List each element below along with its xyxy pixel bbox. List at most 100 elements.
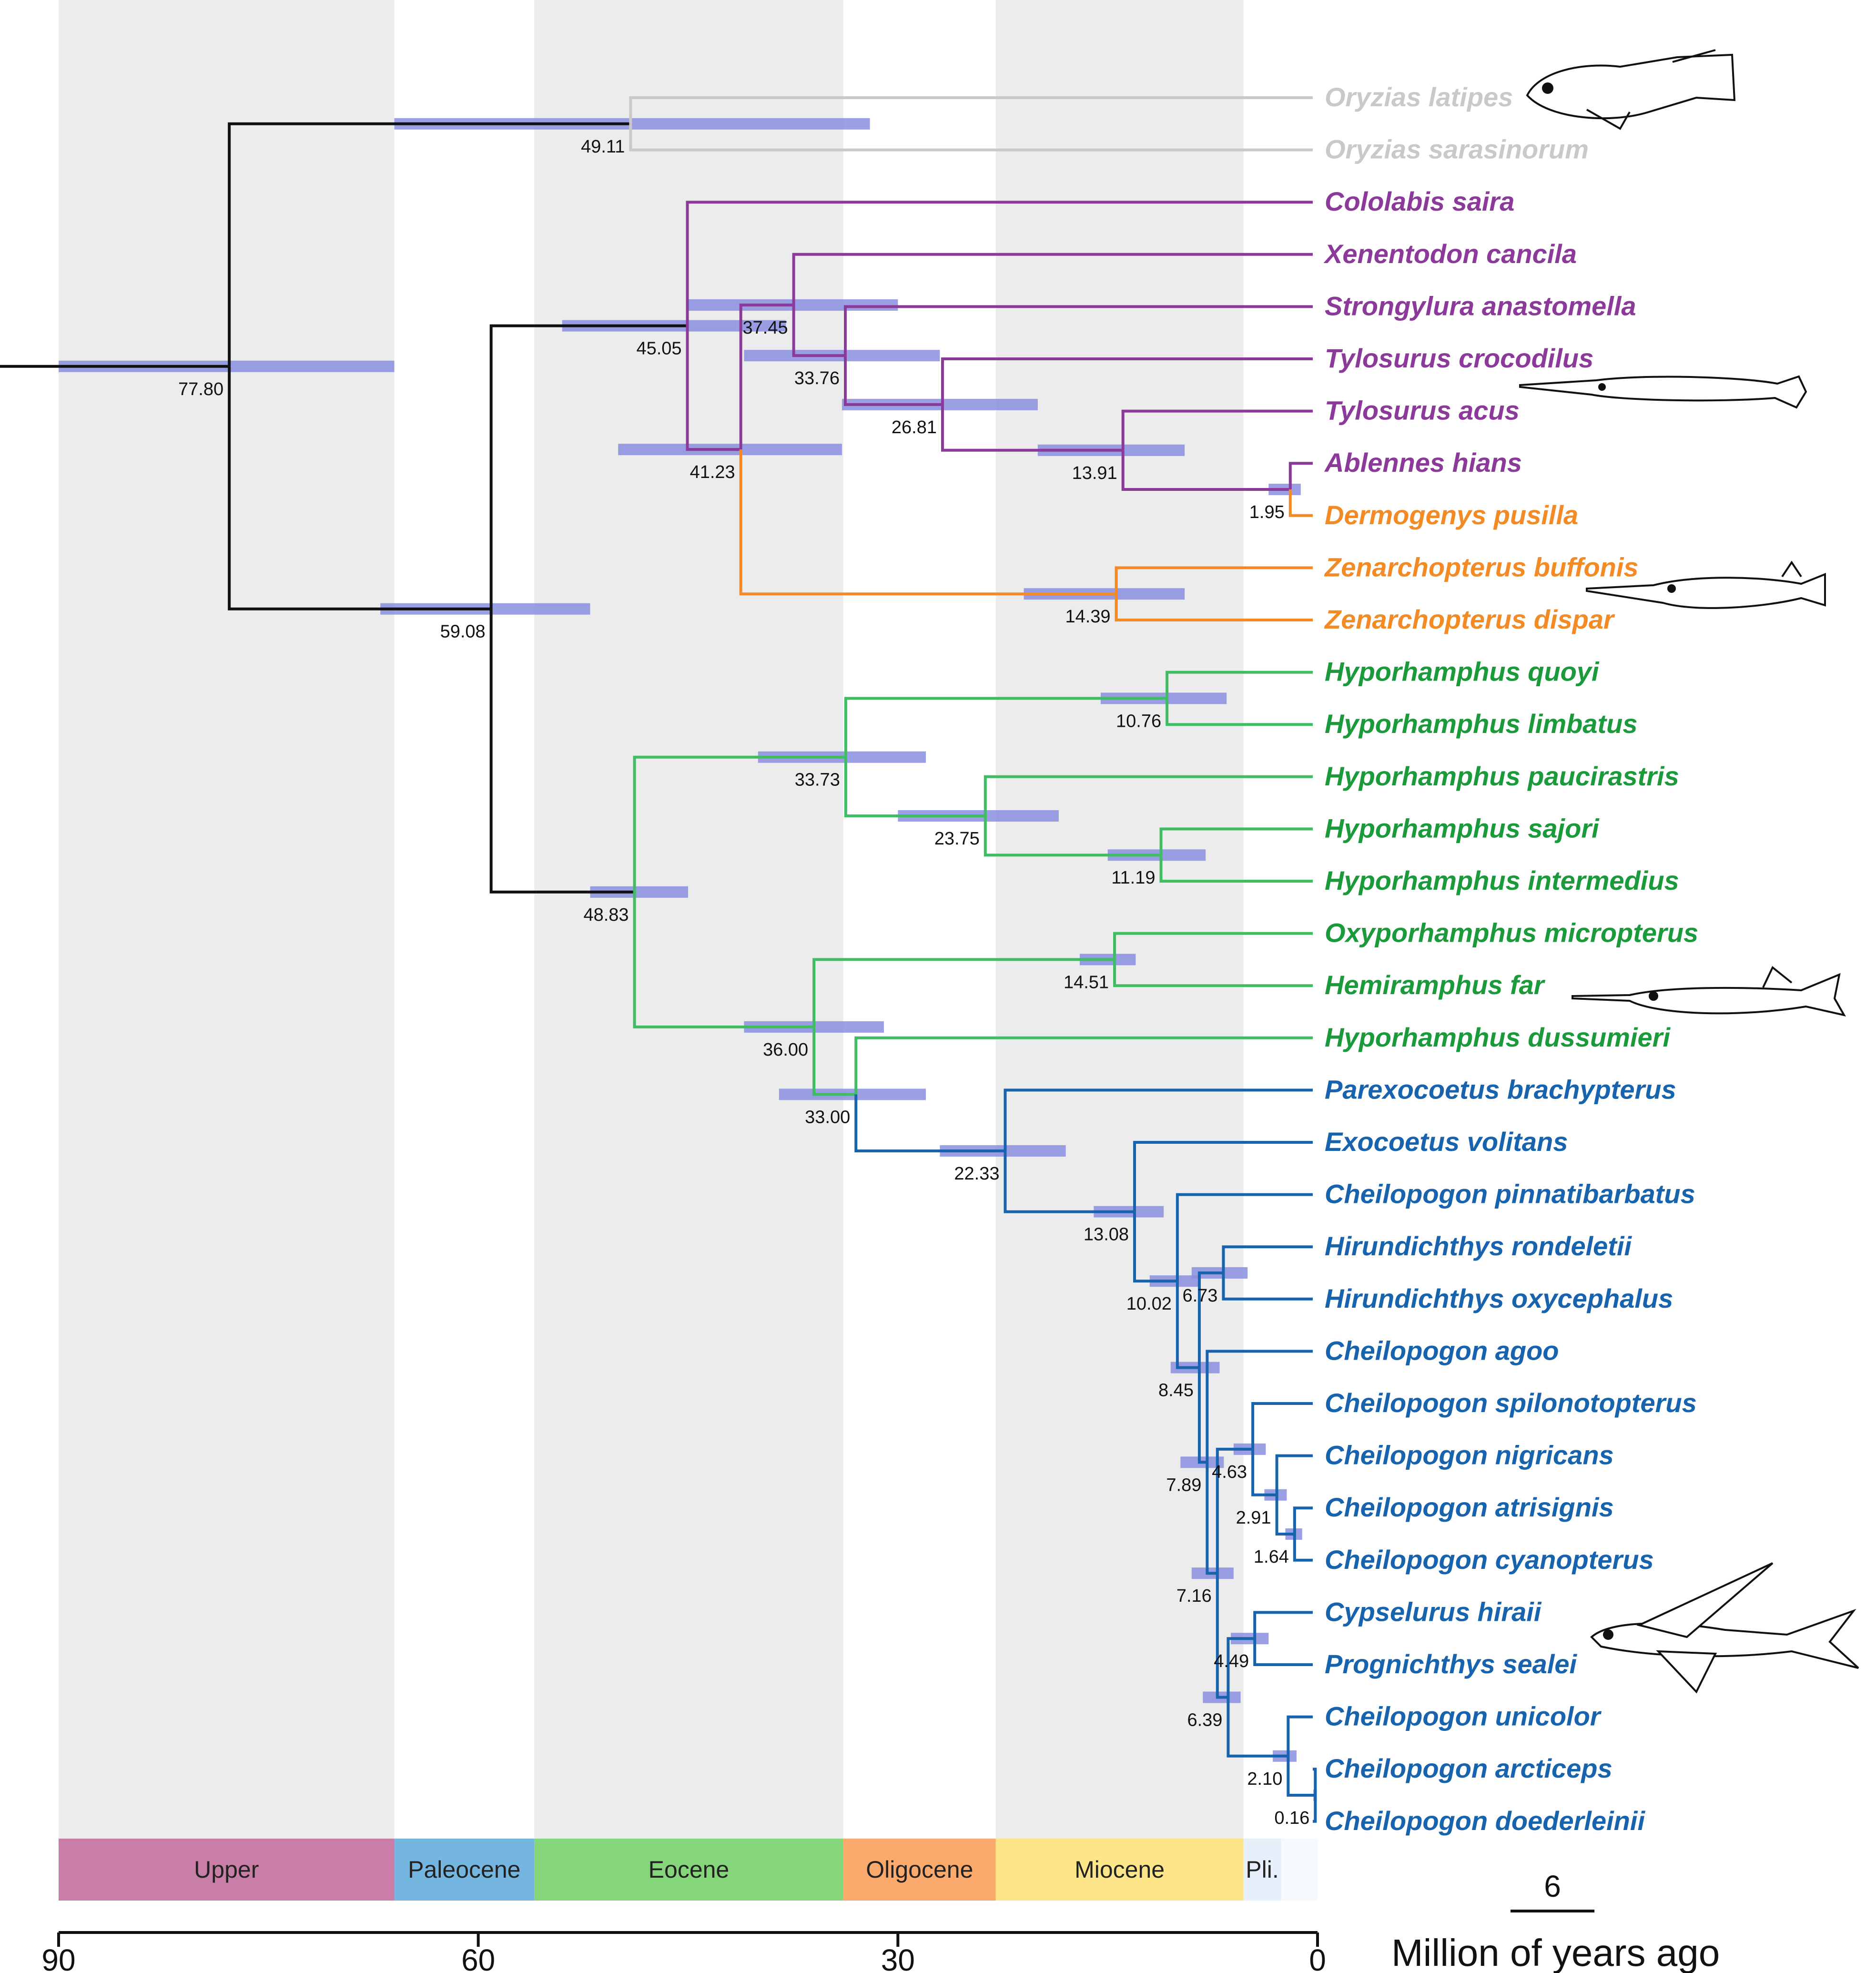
node-age-n45: 45.05 [636,339,681,359]
taxon-label: Exocoetus volitans [1325,1127,1568,1157]
branch-n33b-t4 [843,305,1313,356]
taxon-label: Hirundichthys oxycephalus [1325,1283,1673,1313]
branch-n449-t30 [1253,1638,1313,1666]
taxon-label: Tylosurus crocodilus [1325,343,1593,373]
branch-n33a-n23 [844,757,985,817]
taxon-label: Cheilopogon arcticeps [1325,1753,1612,1783]
branch-n016-t32 [1313,1768,1317,1795]
branch-n449-t29 [1253,1611,1313,1639]
axis-tick-label: 60 [461,1943,495,1973]
branch-n10b-n8 [1176,1281,1199,1369]
branch-n36-n33c [812,1027,856,1096]
epoch-block-2 [534,1839,843,1901]
branch-n716-n639 [1216,1573,1228,1699]
branch-n016-t33 [1313,1795,1317,1823]
node-age-root: 77.80 [178,379,223,399]
branch-n59-n48 [489,609,635,894]
epoch-block-1 [394,1839,535,1901]
epoch-block-0 [59,1839,395,1901]
branch-n291-n164 [1275,1495,1295,1536]
axis-tick-label: 30 [881,1943,915,1973]
taxon-label: Zenarchopterus buffonis [1324,552,1639,582]
node-age-n10b: 10.02 [1126,1294,1172,1314]
halfbeak-icon [1586,560,1826,609]
branch-n33a-n10 [844,697,1167,757]
taxon-label: Cheilopogon unicolor [1325,1701,1602,1731]
branch-n22-t19 [1004,1088,1313,1151]
branch-n13b-n10b [1133,1211,1177,1283]
taxon-label: Zenarchopterus dispar [1324,604,1615,634]
branch-n789-t24 [1206,1350,1313,1463]
axis-tick-label: 90 [41,1943,75,1973]
taxon-label: Parexocoetus brachypterus [1325,1074,1676,1104]
epoch-block-5 [1243,1839,1281,1901]
branch-n13-t6 [1121,409,1313,450]
branch-n36-n14a [812,958,1115,1027]
taxon-label: Hyporhamphus quoyi [1325,657,1600,687]
taxon-label: Oxyporhamphus micropterus [1325,918,1698,948]
branch-n59-n45 [489,324,688,609]
taxon-label: Oryzias sarasinorum [1325,134,1589,164]
taxon-label: Cheilopogon nigricans [1325,1440,1614,1470]
branch-n463-n291 [1251,1449,1277,1496]
taxon-label: Tylosurus acus [1325,396,1520,426]
needlefish-icon [1519,375,1807,409]
node-age-n14a: 14.51 [1064,972,1109,992]
tree-branches [0,96,1317,1823]
branch-n41-n37 [739,303,794,450]
branch-n195-t8 [1288,489,1313,517]
taxon-label: Xenentodon cancila [1323,239,1577,269]
branch-n291-t26 [1275,1454,1313,1495]
epoch-label: Oligocene [866,1856,973,1883]
branch-n23-n11 [984,816,1161,857]
branch-n164-t27 [1293,1506,1313,1534]
node-age-n463: 4.63 [1212,1462,1247,1482]
branch-n210-n016 [1287,1756,1316,1797]
node-age-n36: 36.00 [763,1040,808,1060]
branch-n210-t31 [1287,1715,1313,1756]
taxon-label: Dermogenys pusilla [1325,500,1578,530]
node-age-n26: 26.81 [892,417,937,437]
taxon-label: Cheilopogon atrisignis [1325,1492,1614,1522]
epoch-label: Pli. [1246,1856,1278,1883]
taxon-label: Hyporhamphus limbatus [1325,709,1638,739]
epoch-block-6 [1281,1839,1318,1901]
taxon-label: Cheilopogon pinnatibarbatus [1325,1179,1695,1209]
branch-n33c-t18 [854,1036,1313,1095]
branch-n45-t2 [686,201,1313,326]
branch-n22-n13b [1004,1150,1135,1213]
taxon-label: Oryzias latipes [1325,82,1513,112]
node-age-n13: 13.91 [1072,463,1117,483]
taxon-label: Cheilopogon agoo [1325,1335,1559,1365]
node-age-n41: 41.23 [690,462,735,482]
node-age-labels: 77.8049.1159.0845.0541.2337.4533.7626.81… [178,137,1309,1828]
branch-n33b-n26 [843,356,943,406]
node-age-n33a: 33.73 [795,770,840,790]
taxon-label: Hyporhamphus intermedius [1325,865,1679,895]
branch-n789-n716 [1206,1462,1217,1575]
taxon-label: Prognichthys sealei [1325,1649,1578,1679]
branch-oryzias-t0 [629,96,1313,124]
taxon-label: Cypselurus hiraii [1325,1597,1542,1627]
node-age-n11: 11.19 [1111,868,1155,888]
axis-tick-label: 0 [1309,1943,1326,1973]
branch-n14b-t10 [1115,594,1313,621]
node-age-n14b: 14.39 [1065,607,1110,627]
taxon-label: Hyporhamphus dussumieri [1325,1022,1671,1052]
node-age-n016: 0.16 [1274,1808,1309,1828]
branch-n716-n463 [1216,1447,1253,1574]
node-age-n33b: 33.76 [794,368,840,388]
scale-bar-label: 6 [1544,1869,1561,1903]
taxon-label: Hirundichthys rondeletii [1325,1231,1632,1261]
branch-n14b-t9 [1115,566,1313,594]
branch-n673-t22 [1222,1245,1313,1273]
branch-n164-t28 [1293,1534,1313,1562]
hpd-bar-oryzias [394,118,870,130]
branch-n37-t3 [792,253,1313,305]
node-age-n210: 2.10 [1247,1769,1282,1789]
node-age-n195: 1.95 [1249,502,1285,522]
branch-n37-n33b [792,305,845,357]
branch-root-n59 [228,366,491,610]
